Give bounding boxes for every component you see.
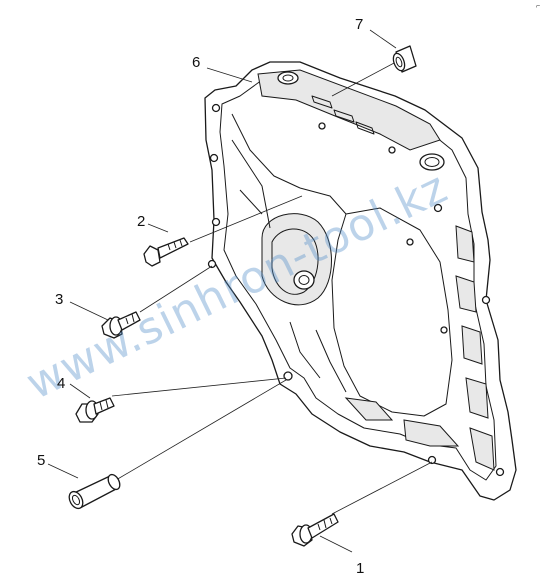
corner-mark: ⌐ xyxy=(536,3,540,10)
leader-5-axis xyxy=(115,379,287,481)
leader-1 xyxy=(319,535,353,553)
callout-3: 3 xyxy=(55,291,63,308)
leader-1-axis xyxy=(331,461,433,515)
leader-4-axis xyxy=(111,377,287,397)
callout-7: 7 xyxy=(355,16,363,33)
leader-2 xyxy=(147,223,169,233)
dowel-sleeve-part-7 xyxy=(392,45,417,73)
dowel-pin-part-5 xyxy=(68,473,121,510)
leader-3-axis xyxy=(139,265,213,313)
bolt-part-1 xyxy=(291,513,339,547)
bolt-part-4 xyxy=(75,397,115,423)
bolt-part-3 xyxy=(101,311,141,339)
leader-3 xyxy=(69,301,109,321)
bolt-part-2 xyxy=(143,237,189,267)
callout-4: 4 xyxy=(57,375,65,392)
leader-5 xyxy=(47,463,79,479)
leader-lines xyxy=(47,29,433,553)
callout-6: 6 xyxy=(192,54,200,71)
callout-5: 5 xyxy=(37,452,45,469)
callout-1: 1 xyxy=(356,560,364,577)
leader-7-to-housing xyxy=(331,61,397,97)
leader-4 xyxy=(69,383,91,399)
gear-housing-plate xyxy=(204,61,517,501)
callout-2: 2 xyxy=(137,213,145,230)
leader-7 xyxy=(369,29,397,49)
leader-6 xyxy=(206,67,253,83)
leader-2-axis xyxy=(189,195,303,243)
